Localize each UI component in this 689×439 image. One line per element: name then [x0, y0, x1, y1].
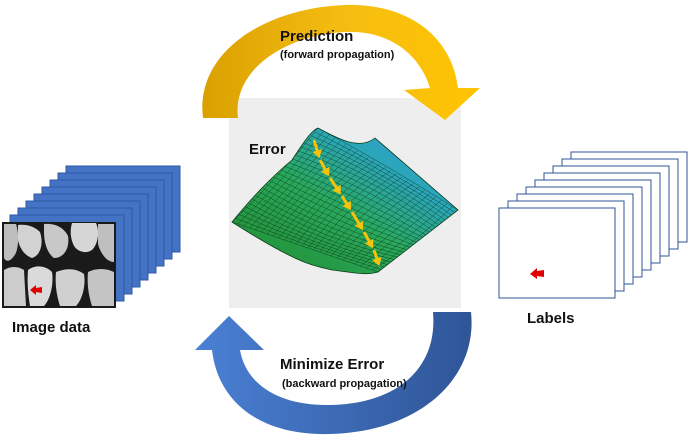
forward-subtitle: (forward propagation): [280, 49, 395, 61]
error-label: Error: [249, 141, 286, 158]
label-stack: [498, 151, 688, 299]
xray-image: [2, 222, 116, 308]
label-frame: [498, 207, 616, 299]
lesion-marker-icon: [30, 285, 42, 295]
backward-title: Minimize Error: [280, 356, 385, 373]
image-data-label: Image data: [12, 319, 91, 336]
label-marker-icon: [530, 268, 544, 279]
label-marker: [530, 268, 544, 279]
forward-arrow-icon: [202, 4, 480, 120]
descent-arrows-icon: [312, 139, 382, 267]
backward-arrow-icon: [195, 312, 472, 435]
labels-label: Labels: [527, 310, 575, 327]
forward-title: Prediction: [280, 28, 354, 45]
backward-subtitle: (backward propagation): [282, 378, 407, 390]
